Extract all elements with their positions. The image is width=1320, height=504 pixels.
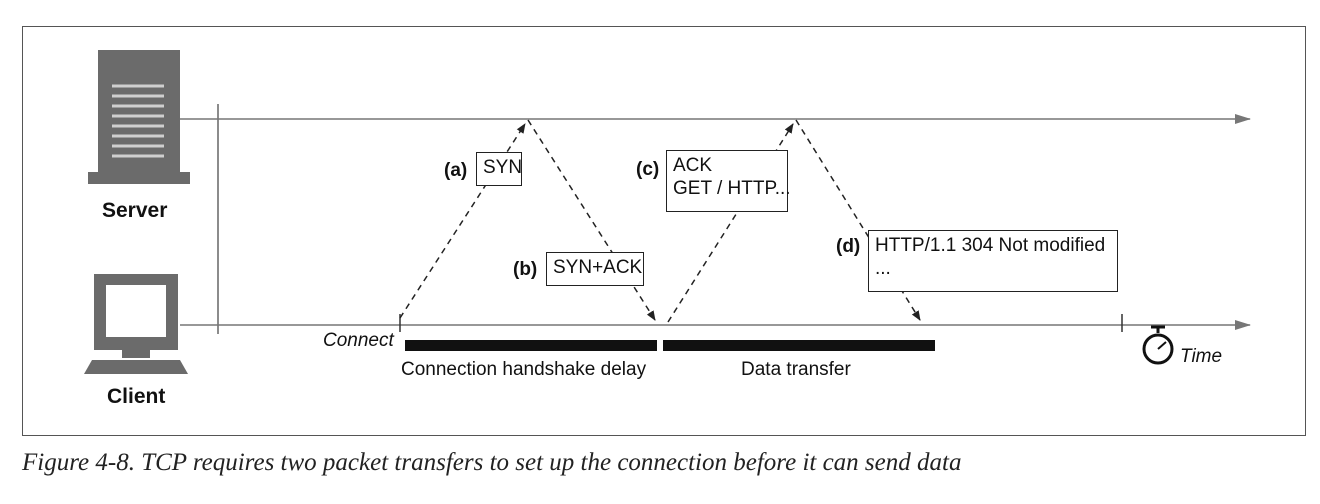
packet-c-line-2: GET / HTTP... bbox=[673, 178, 791, 199]
packet-c-box: ACK GET / HTTP... bbox=[666, 150, 791, 212]
data-transfer-bar bbox=[663, 340, 935, 351]
packet-b-line-1: SYN+ACK bbox=[553, 257, 643, 278]
client-label: Client bbox=[107, 385, 166, 408]
packet-c-tag: (c) bbox=[636, 159, 660, 180]
figure-caption: Figure 4-8. TCP requires two packet tran… bbox=[22, 449, 962, 476]
packet-a-tag: (a) bbox=[444, 160, 468, 181]
server-label: Server bbox=[102, 199, 168, 222]
data-transfer-label: Data transfer bbox=[741, 359, 851, 380]
time-label: Time bbox=[1180, 346, 1223, 367]
packet-a-line-1: SYN bbox=[483, 157, 523, 178]
packet-d-tag: (d) bbox=[836, 236, 861, 257]
arrow-syn-ack bbox=[527, 119, 656, 321]
packet-d-line-2: ... bbox=[875, 258, 891, 279]
connect-label: Connect bbox=[323, 330, 394, 351]
handshake-delay-label: Connection handshake delay bbox=[401, 359, 647, 380]
packet-b-tag: (b) bbox=[513, 259, 538, 280]
server-icon bbox=[88, 50, 190, 184]
packet-b-box: SYN+ACK bbox=[546, 252, 644, 286]
diagram-frame bbox=[22, 26, 1306, 436]
stopwatch-icon bbox=[1142, 325, 1174, 365]
packet-d-line-1: HTTP/1.1 304 Not modified bbox=[875, 235, 1106, 256]
tcp-timeline-diagram bbox=[84, 50, 1251, 374]
packet-d-box: HTTP/1.1 304 Not modified ... bbox=[868, 230, 1118, 292]
handshake-delay-bar bbox=[405, 340, 657, 351]
packet-c-line-1: ACK bbox=[673, 155, 713, 176]
client-computer-icon bbox=[84, 274, 188, 374]
packet-a-box: SYN bbox=[476, 152, 522, 186]
